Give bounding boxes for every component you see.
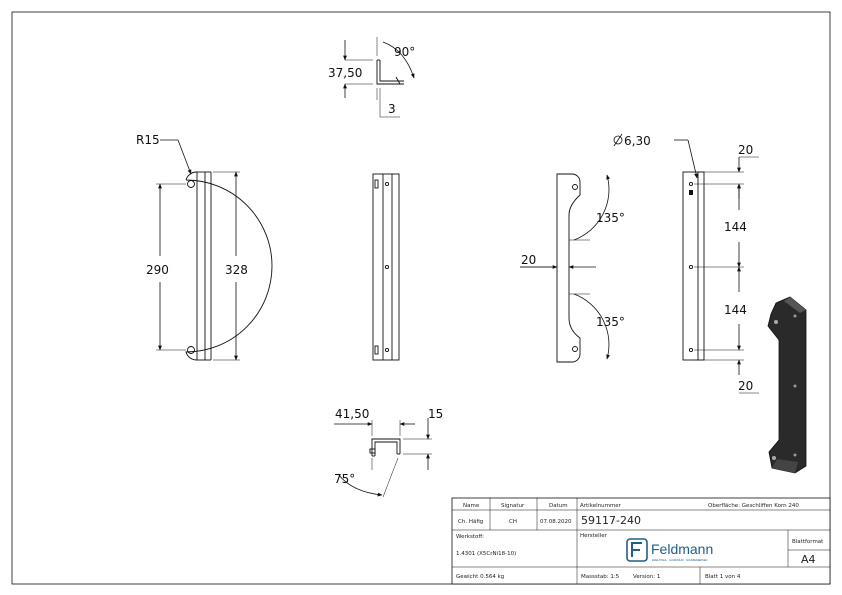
tb-signatur-label: Signatur (501, 503, 525, 509)
tb-werkstoff-value: 1.4301 (X5CrNi18-10) (456, 551, 516, 557)
tb-artikel-label: Artikelnummer (580, 503, 622, 509)
dim-top-thickness: 3 (388, 102, 396, 116)
dim-angle-lower: 135° (596, 315, 625, 329)
dim-end-bottom: 20 (738, 379, 753, 393)
hole-spacing-view (674, 139, 759, 394)
tb-blatt: Blatt 1 von 4 (705, 574, 741, 580)
sheet-border (11, 11, 831, 585)
front-view (156, 139, 273, 361)
top-view (343, 37, 415, 118)
tb-hersteller-label: Hersteller (580, 533, 608, 539)
dim-radius: R15 (136, 133, 160, 147)
dim-angle-upper: 135° (596, 211, 625, 225)
title-block (451, 497, 831, 585)
diameter-symbol-slash (613, 133, 623, 147)
tb-artikel-value: 59117-240 (581, 514, 641, 527)
dim-spacing-1: 144 (724, 220, 747, 234)
diameter-symbol (613, 135, 623, 145)
tb-gewicht: Gewicht 0.564 kg (456, 574, 504, 580)
logo-tagline: EDELSTAHL · ALUMINIUM · SCHMIEDEEISEN (652, 558, 707, 562)
dim-hole-spacing: 290 (146, 263, 169, 277)
tb-signatur-value: CH (509, 519, 517, 525)
dim-diameter: 6,30 (624, 134, 651, 148)
dim-overall-length: 328 (225, 263, 248, 277)
tb-werkstoff-label: Werkstoff: (456, 534, 484, 540)
tb-massstab: Massstab: 1:5 (581, 574, 620, 580)
dim-bottom-height: 15 (428, 407, 443, 421)
tb-version: Version: 1 (633, 574, 660, 580)
tb-name-value: Ch. Häfig (458, 519, 483, 525)
dim-top-height: 37,50 (328, 66, 362, 80)
tb-oberflaeche: Oberfläche: Geschliffen Korn 240 (708, 503, 799, 509)
logo-text: Feldmann (651, 541, 713, 557)
dim-bottom-width: 41,50 (335, 407, 369, 421)
tb-name-label: Name (463, 503, 480, 509)
handle-view (520, 173, 611, 363)
tb-datum-value: 07.08.2020 (540, 519, 572, 525)
dim-top-angle: 90° (394, 45, 415, 59)
tb-datum-label: Datum (549, 503, 568, 509)
bottom-view (334, 418, 432, 498)
dim-end-top: 20 (738, 143, 753, 157)
dim-handle-width: 20 (521, 253, 536, 267)
dim-spacing-2: 144 (724, 303, 747, 317)
side-view (372, 173, 400, 361)
tb-blattformat-label: Blattformat (792, 539, 824, 545)
isometric-view (767, 296, 807, 474)
dim-bottom-angle: 75° (334, 472, 355, 486)
feldmann-logo: Feldmann EDELSTAHL · ALUMINIUM · SCHMIED… (626, 538, 713, 562)
tb-blattformat-value: A4 (801, 553, 816, 566)
